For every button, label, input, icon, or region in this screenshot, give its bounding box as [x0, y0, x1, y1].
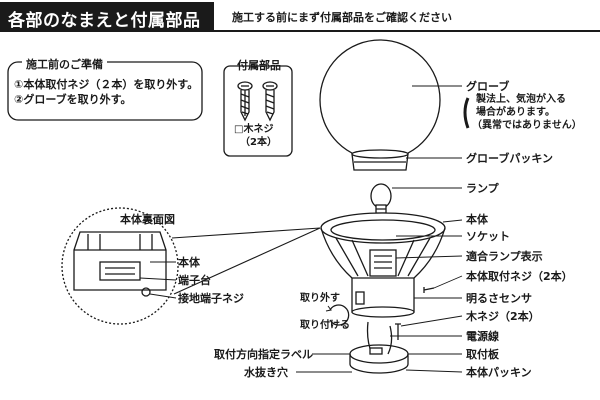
wood-screw-icon [237, 81, 253, 122]
label-drain-hole: 水抜き穴 [244, 366, 288, 379]
label-globe: グローブ [466, 80, 510, 93]
wood-screw-mark [395, 323, 401, 340]
label-direction: 取付方向指定ラベル [214, 348, 313, 361]
rotate-arrow-icon [329, 304, 350, 326]
parts-item: □木ネジ [234, 124, 274, 135]
parts-title: 付属部品 [237, 59, 281, 72]
label-body-packing: 本体パッキン [466, 366, 532, 379]
rear-view-body-drawing [73, 231, 167, 297]
label-globe-packing: グローブパッキン [466, 152, 554, 165]
body-screw-mark [423, 287, 435, 293]
globe-note-3: （異常ではありません） [472, 120, 582, 131]
parts-box [223, 65, 293, 157]
parts-qty: （2本） [240, 137, 277, 148]
rear-label-ground-screw: 接地端子ネジ [178, 292, 244, 305]
rear-label-terminal: 端子台 [178, 274, 211, 287]
mount-plate-drawing [349, 321, 409, 374]
note-bracket [463, 97, 470, 129]
globe-note-1: 製法上、気泡が入る [476, 94, 566, 105]
globe-note-2: 場合があります。 [476, 107, 555, 118]
page-title: 各部のなまえと付属部品 [8, 11, 201, 31]
rear-view-callout [171, 227, 321, 295]
header-title-box [0, 2, 214, 32]
rear-label-body: 本体 [178, 256, 200, 269]
prep-step-1: ①本体取付ネジ（２本）を取り外す。 [14, 78, 199, 91]
globe-drawing [319, 39, 441, 161]
label-body-screw: 本体取付ネジ（2本） [466, 270, 573, 283]
label-remove: 取り外す [300, 293, 340, 304]
rear-view-title: 本体裏面図 [120, 213, 175, 226]
label-attach: 取り付ける [300, 320, 350, 331]
label-wood-screw: 木ネジ（2本） [466, 310, 540, 323]
label-mount-plate: 取付板 [466, 348, 499, 361]
label-power-wire: 電源線 [466, 330, 499, 343]
header-rule [214, 30, 600, 32]
body-drawing [320, 212, 446, 318]
label-lamp-indicator: 適合ランプ表示 [466, 250, 543, 263]
leader-lines [139, 85, 463, 373]
page-subtitle: 施工する前にまず付属部品をご確認ください [232, 11, 452, 24]
prep-title: 施工前のご準備 [22, 56, 107, 72]
label-lamp: ランプ [466, 182, 499, 195]
wood-screw-icon [262, 81, 278, 122]
label-socket: ソケット [466, 230, 510, 243]
label-sensor: 明るさセンサ [466, 292, 532, 305]
prep-step-2: ②グローブを取り外す。 [14, 93, 132, 106]
label-body: 本体 [466, 213, 488, 226]
